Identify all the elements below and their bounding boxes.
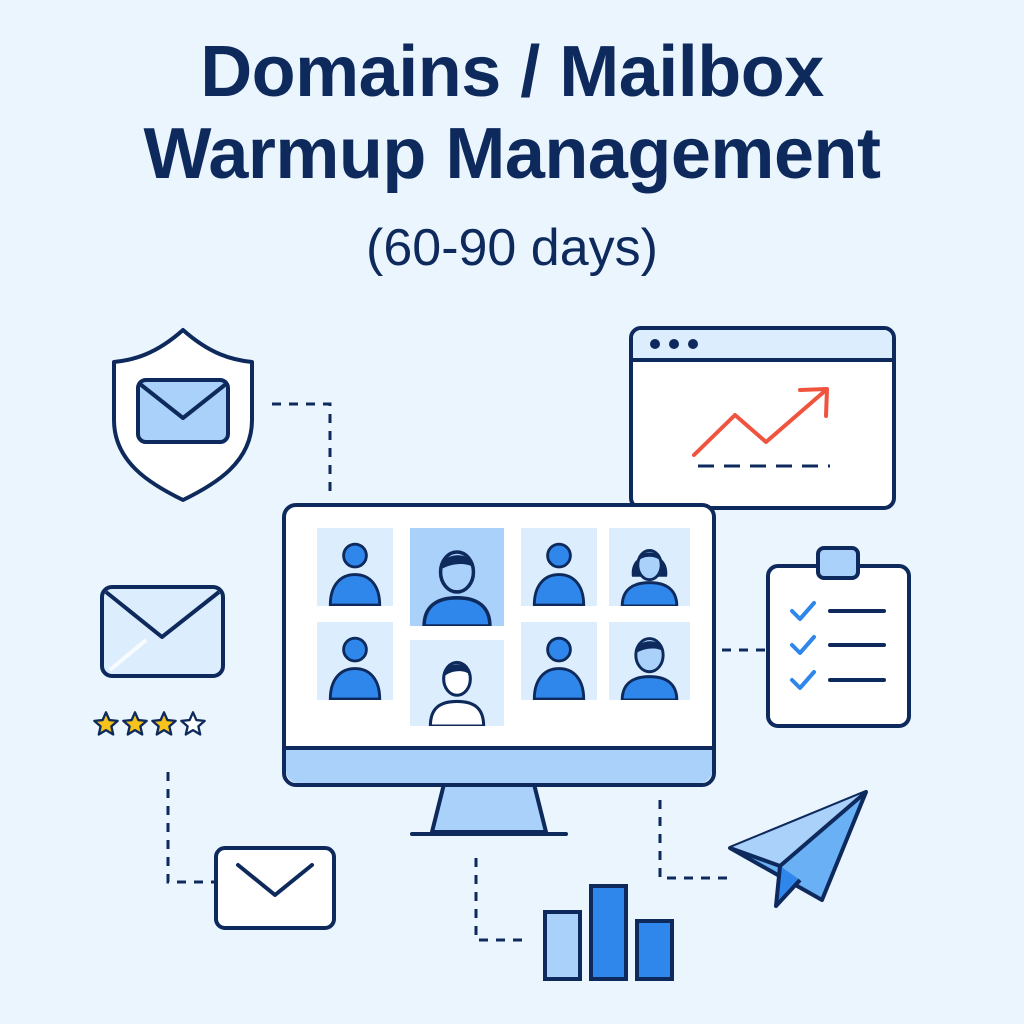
clipboard-checklist-icon bbox=[766, 546, 911, 728]
shield-mail-icon bbox=[112, 328, 254, 502]
mail-envelope-icon bbox=[100, 585, 225, 678]
video-tiles bbox=[317, 528, 690, 726]
page-title-line-1: Domains / Mailbox bbox=[200, 32, 824, 112]
envelope-icon bbox=[214, 846, 336, 930]
video-conference-monitor-icon bbox=[282, 503, 716, 836]
star-empty-icon bbox=[180, 711, 206, 736]
paper-plane-icon bbox=[728, 790, 868, 908]
page-subtitle: (60-90 days) bbox=[366, 219, 658, 277]
page-title-line-2: Warmup Management bbox=[143, 114, 881, 194]
browser-chart-icon bbox=[629, 326, 896, 510]
star-rating-icon bbox=[93, 711, 206, 736]
star-filled-icon bbox=[151, 711, 177, 736]
bar-chart-icon bbox=[543, 884, 674, 981]
star-filled-icon bbox=[93, 711, 119, 736]
star-filled-icon bbox=[122, 711, 148, 736]
connector-lines bbox=[166, 402, 768, 942]
